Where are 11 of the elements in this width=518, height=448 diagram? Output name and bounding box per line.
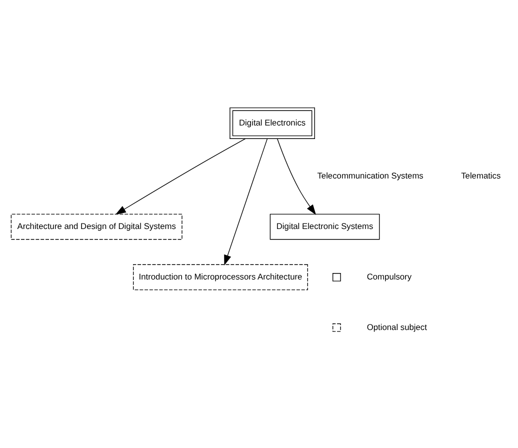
- arrow: [115, 138, 246, 215]
- arrow: [224, 138, 268, 266]
- legend-label: Compulsory: [366, 271, 412, 282]
- label: Telecommunication Systems: [317, 170, 424, 181]
- node-box: Digital Electronics: [230, 107, 315, 139]
- node-box: Introduction to Microprocessors Architecture: [133, 264, 308, 290]
- label: Telematics: [461, 170, 501, 181]
- node-box: Digital Electronic Systems: [270, 214, 380, 240]
- node-box: Architecture and Design of Digital Systems: [10, 214, 182, 240]
- legend-label: Optional subject: [366, 322, 427, 332]
- arrow: [276, 138, 316, 216]
